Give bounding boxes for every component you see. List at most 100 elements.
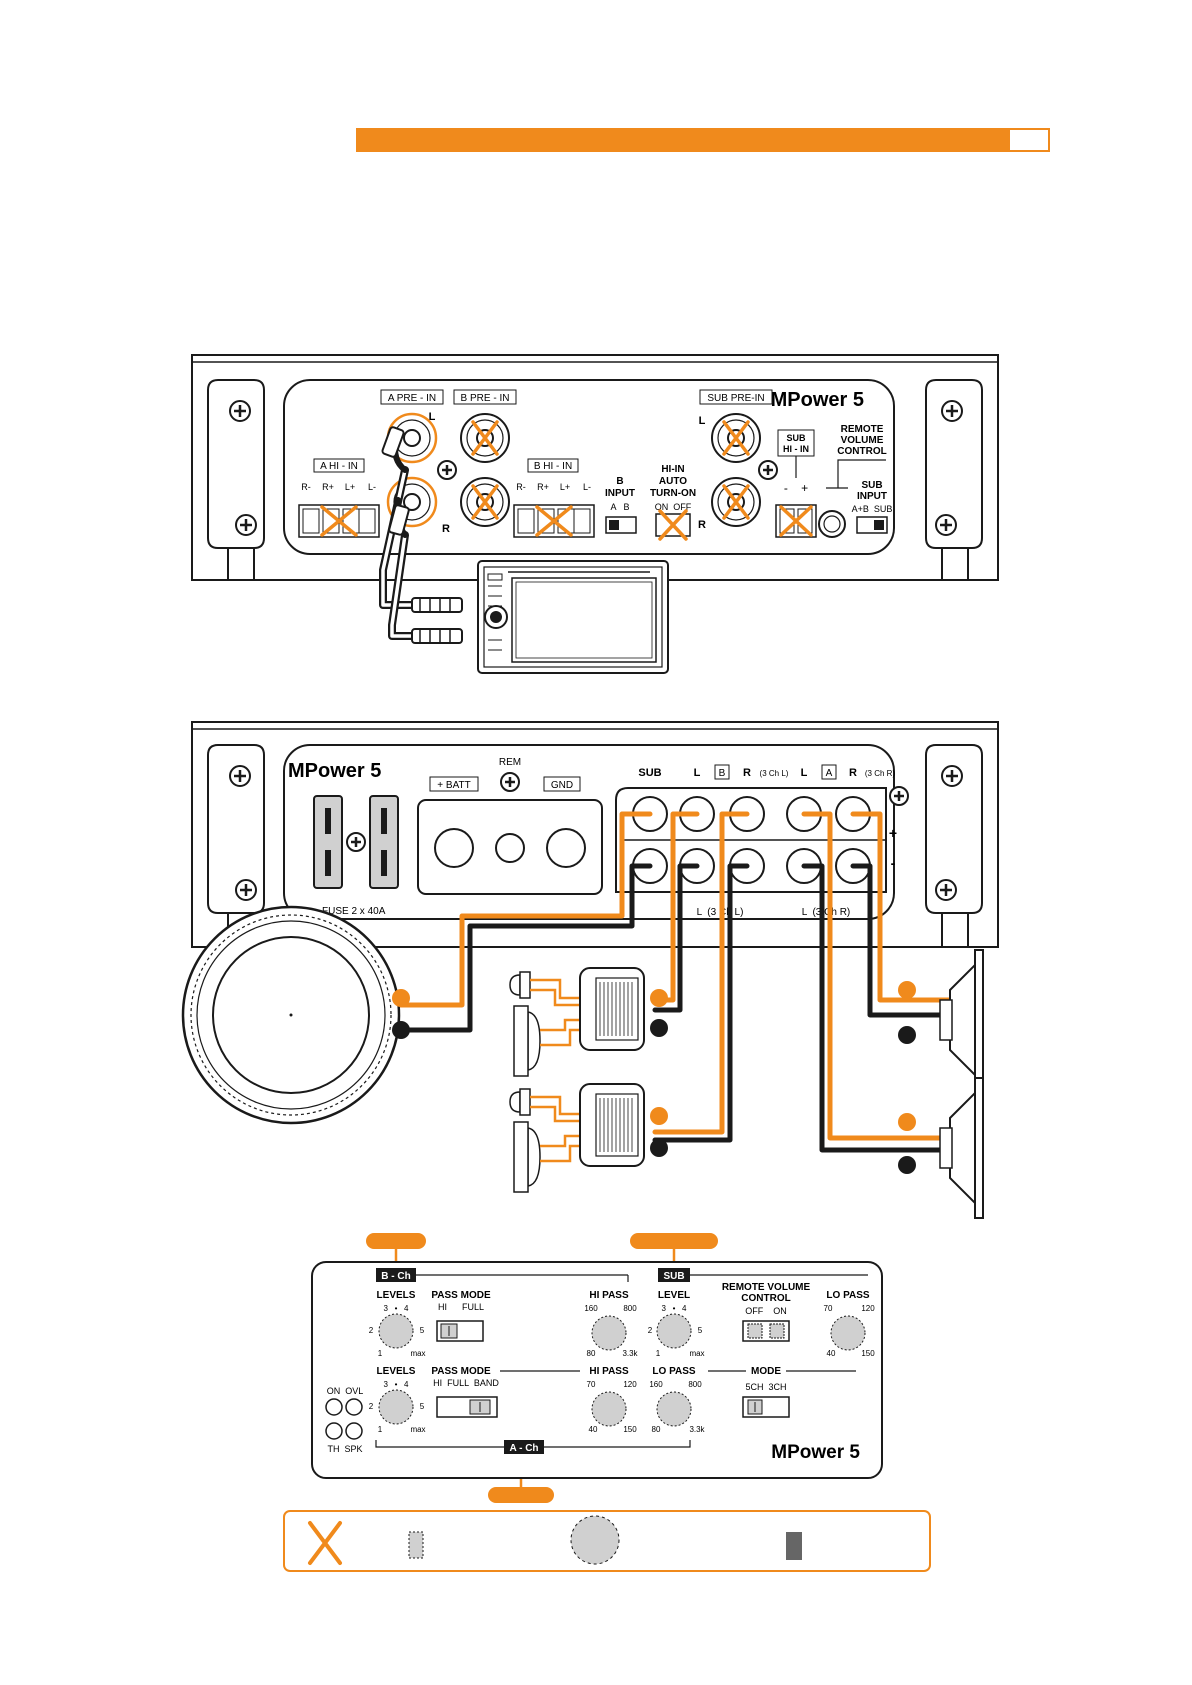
sub-level-knob[interactable] <box>656 1313 692 1349</box>
led-top-labels: ON OVL <box>327 1386 364 1396</box>
mode-switch[interactable] <box>742 1396 790 1418</box>
b-hi-pass-knob[interactable] <box>591 1315 627 1351</box>
knob-scale: 800 <box>623 1304 637 1313</box>
header-bar <box>356 128 1050 152</box>
a-hi-in-label: A HI - IN <box>320 461 358 472</box>
sub-label-l: L <box>699 415 706 427</box>
knob-scale: 120 <box>623 1380 637 1389</box>
hi-in-auto-switch[interactable] <box>655 509 691 541</box>
a-hi-pass-knob[interactable] <box>591 1391 627 1427</box>
b-pass-mode-switch[interactable] <box>436 1320 484 1342</box>
head-unit <box>477 560 669 674</box>
batt-terminal <box>434 828 474 868</box>
knob-scale: 40 <box>589 1425 598 1434</box>
remote-volume-label: REMOTE <box>841 424 884 435</box>
knob-scale: 3.3k <box>689 1425 705 1434</box>
b-levels-label: LEVELS <box>377 1290 416 1301</box>
b-pass-mode-label: PASS MODE <box>431 1290 491 1301</box>
sub-hi-in-label: HI - IN <box>783 444 809 454</box>
legend-switch-position <box>786 1532 802 1560</box>
screw-icon <box>935 514 957 536</box>
remote-volume-label: REMOTE VOLUME <box>722 1282 811 1293</box>
b-hi-in-pin: R+ <box>537 482 549 492</box>
component-set-1 <box>509 967 645 1077</box>
spk2-positive-dot <box>898 1113 916 1131</box>
fuse-label: FUSE 2 x 40A <box>322 906 386 917</box>
speaker-side-2 <box>939 1077 984 1219</box>
control-brand: MPower 5 <box>771 1442 860 1463</box>
callout-pill <box>488 1487 554 1503</box>
b-pre-in-label: B PRE - IN <box>461 393 510 404</box>
a-hi-in-pin: R- <box>301 482 311 492</box>
hi-in-auto-title: AUTO <box>659 476 687 487</box>
screw-icon <box>941 400 963 422</box>
comp2-negative-dot <box>650 1139 668 1157</box>
out-b-r-sub: (3 Ch L) <box>760 769 789 778</box>
a-pass-mode-switch[interactable] <box>436 1396 498 1418</box>
b-ch-label: B - Ch <box>381 1271 410 1282</box>
bottom-l2-label: L (3 Ch R) <box>802 907 851 918</box>
hi-in-auto-title: HI-IN <box>661 464 684 475</box>
a-levels-knob[interactable] <box>378 1389 414 1425</box>
rca-plug-icon <box>411 597 463 644</box>
component-set-2 <box>509 1083 645 1193</box>
page-number-box <box>1010 130 1048 150</box>
screw-icon <box>346 832 366 852</box>
out-a-r-sub: (3 Ch R) <box>865 769 896 778</box>
remote-volume-switch[interactable] <box>742 1320 790 1342</box>
knob-scale: 3 • 4 <box>661 1304 687 1313</box>
knob-scale: 150 <box>623 1425 637 1434</box>
knob-scale: 40 <box>827 1349 836 1358</box>
sub-pre-in-label: SUB PRE-IN <box>707 393 764 404</box>
callout-pill <box>366 1233 426 1249</box>
knob-scale: 2 <box>369 1326 374 1335</box>
sub-input-title: INPUT <box>857 491 887 502</box>
b-hi-in-label: B HI - IN <box>534 461 572 472</box>
knob-scale: 1 <box>378 1425 383 1434</box>
rem-terminal <box>495 833 525 863</box>
out-sub-label: SUB <box>638 767 661 779</box>
a-pass-mode-label: PASS MODE <box>431 1366 491 1377</box>
output-terminal <box>786 796 822 884</box>
sub-lo-pass-label: LO PASS <box>826 1290 869 1301</box>
knob-scale: 1 <box>378 1349 383 1358</box>
screw-icon <box>935 879 957 901</box>
knob-scale: 120 <box>861 1304 875 1313</box>
b-hi-in-pin: L+ <box>560 482 570 492</box>
mode-options: 5CH 3CH <box>745 1382 786 1392</box>
sub-input-options: A+B SUB <box>852 504 893 514</box>
out-b-l-label: L <box>694 767 701 779</box>
a-lo-pass-knob[interactable] <box>656 1391 692 1427</box>
gnd-label: GND <box>551 780 573 791</box>
rca-plug-icon <box>381 426 410 536</box>
knob-scale: 150 <box>861 1349 875 1358</box>
b-input-switch[interactable] <box>605 516 637 534</box>
knob-scale: 160 <box>584 1304 598 1313</box>
remote-volume-label: CONTROL <box>741 1293 790 1304</box>
control-panel: B - Ch SUB A - Ch LEVELS 3 • 4 2 5 1 max… <box>311 1233 883 1503</box>
screw-icon <box>437 460 457 480</box>
sub-input-switch[interactable] <box>856 516 888 534</box>
b-levels-knob[interactable] <box>378 1313 414 1349</box>
a-hi-pass-label: HI PASS <box>589 1366 629 1377</box>
knob-scale: 70 <box>587 1380 596 1389</box>
a-hi-in-pin: L+ <box>345 482 355 492</box>
sub-hi-in-connector <box>775 504 817 538</box>
knob-scale: 80 <box>587 1349 596 1358</box>
remote-volume-label: VOLUME <box>841 435 884 446</box>
batt-label: + BATT <box>437 780 470 791</box>
sub-level-label: LEVEL <box>658 1290 690 1301</box>
a-pass-mode-options: HI FULL BAND <box>433 1378 499 1388</box>
screw-icon <box>235 879 257 901</box>
sub-hi-in-label: SUB <box>786 433 806 443</box>
top-brand: MPower 5 <box>771 389 864 411</box>
a-levels-label: LEVELS <box>377 1366 416 1377</box>
hi-in-auto-title: TURN-ON <box>650 488 696 499</box>
b-input-title: INPUT <box>605 488 635 499</box>
b-hi-in-connector <box>513 504 595 538</box>
legend-box <box>283 1510 931 1572</box>
a-ch-label: A - Ch <box>509 1443 538 1454</box>
sub-lo-pass-knob[interactable] <box>830 1315 866 1351</box>
hi-in-auto-options: ON OFF <box>655 502 692 512</box>
bottom-brand: MPower 5 <box>288 760 381 782</box>
